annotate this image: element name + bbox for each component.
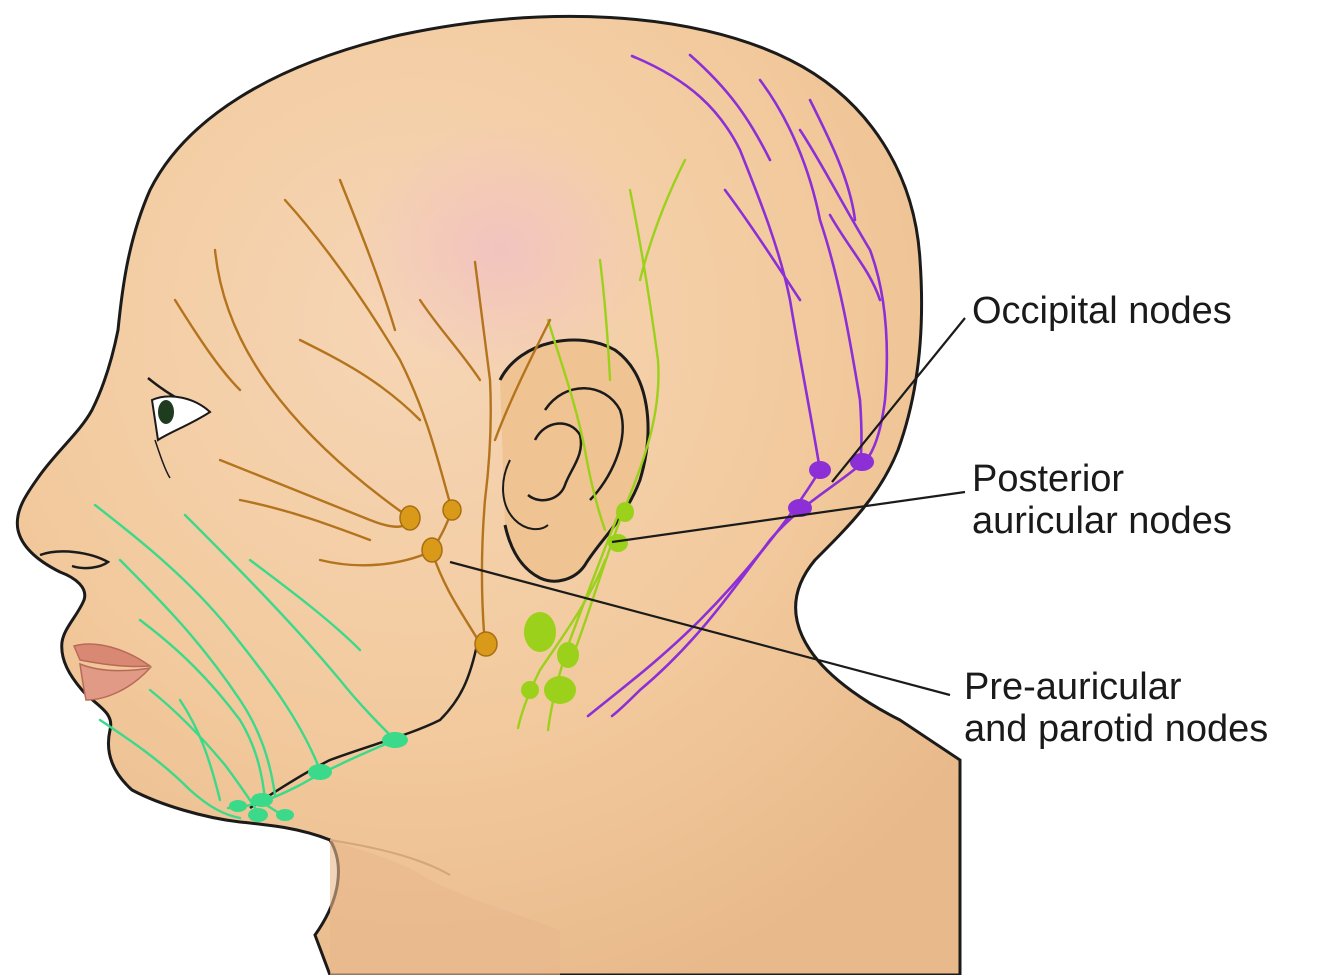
posterior-auricular-line2: auricular nodes — [972, 500, 1232, 542]
occipital-nodes-text: Occipital nodes — [972, 290, 1232, 332]
label-preauricular-parotid-nodes: Pre-auricular and parotid nodes — [964, 666, 1268, 750]
posterior-auricular-line1: Posterior — [972, 458, 1232, 500]
preauricular-line2: and parotid nodes — [964, 708, 1268, 750]
preauricular-line1: Pre-auricular — [964, 666, 1268, 708]
label-posterior-auricular-nodes: Posterior auricular nodes — [972, 458, 1232, 542]
temple-highlight — [350, 120, 650, 380]
label-occipital-nodes: Occipital nodes — [972, 290, 1232, 332]
